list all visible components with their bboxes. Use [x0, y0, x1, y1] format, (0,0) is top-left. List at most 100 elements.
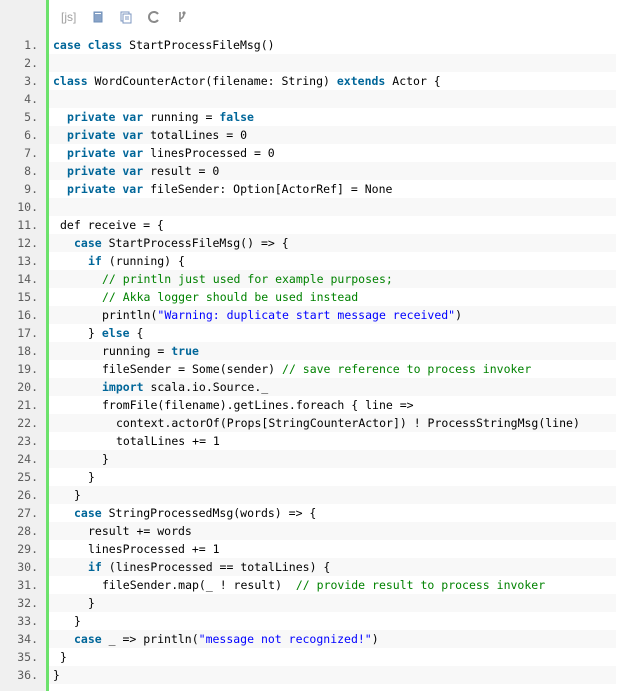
keyword-token: private var [67, 146, 144, 160]
code-text [49, 54, 616, 72]
line-number: 23. [17, 434, 38, 448]
line-number: 16. [17, 308, 38, 322]
code-text: private var fileSender: Option[ActorRef]… [49, 180, 616, 198]
code-text: } [49, 612, 616, 630]
code-text: // Akka logger should be used instead [49, 288, 616, 306]
line-number: 9. [24, 182, 38, 196]
code-text: context.actorOf(Props[StringCounterActor… [49, 414, 616, 432]
line-number: 17. [17, 326, 38, 340]
copy-icon[interactable] [119, 10, 133, 24]
code-line: 35.} [0, 648, 620, 666]
string-token: "message not recognized!" [198, 632, 372, 646]
code-line: 2. [0, 54, 620, 72]
line-number: 13. [17, 254, 38, 268]
code-line: 16.println("Warning: duplicate start mes… [0, 306, 620, 324]
code-text: result += words [49, 522, 616, 540]
code-token: } [88, 326, 102, 340]
line-number: 27. [17, 506, 38, 520]
line-number: 12. [17, 236, 38, 250]
line-number: 3. [24, 74, 38, 88]
keyword-token: case class [53, 38, 123, 52]
keyword-token: private var [67, 182, 144, 196]
line-number: 11. [17, 218, 38, 232]
code-line: 24.} [0, 450, 620, 468]
code-line: 29. linesProcessed += 1 [0, 540, 620, 558]
line-number: 21. [17, 398, 38, 412]
code-text [49, 90, 616, 108]
code-line: 34. case _ => println("message not recogn… [0, 630, 620, 648]
code-token: linesProcessed += 1 [88, 542, 220, 556]
line-number: 36. [17, 668, 38, 682]
code-toolbar: [js] [49, 0, 620, 34]
gutter-accent-bar [46, 0, 49, 691]
line-number: 22. [17, 416, 38, 430]
line-number: 26. [17, 488, 38, 502]
keyword-token: if [88, 254, 102, 268]
line-number: 10. [17, 200, 38, 214]
keyword-token: import [102, 380, 144, 394]
comment-token: // save reference to process invoker [282, 362, 532, 376]
code-token: Actor { [385, 74, 441, 88]
code-line: 23.totalLines += 1 [0, 432, 620, 450]
code-token: ) [371, 632, 379, 646]
keyword-token: if [88, 560, 102, 574]
keyword-token: true [171, 344, 199, 358]
line-number: 1. [24, 38, 38, 52]
code-text: private var running = false [49, 108, 616, 126]
code-line: 18.running = true [0, 342, 620, 360]
line-number: 34. [17, 632, 38, 646]
code-text: running = true [49, 342, 616, 360]
line-number: 29. [17, 542, 38, 556]
branch-icon[interactable] [175, 10, 189, 24]
code-token: running = [143, 110, 220, 124]
code-token: scala.io.Source._ [143, 380, 269, 394]
code-token: fileSender: Option[ActorRef] = None [143, 182, 393, 196]
code-token: linesProcessed = 0 [143, 146, 275, 160]
code-text: def receive = { [49, 216, 616, 234]
code-text: private var result = 0 [49, 162, 616, 180]
keyword-token: case [74, 632, 102, 646]
keyword-token: else [101, 326, 130, 340]
code-token: totalLines = 0 [143, 128, 248, 142]
code-token: } [53, 668, 60, 682]
code-text: case StartProcessFileMsg() => { [49, 234, 616, 252]
code-text [49, 198, 616, 216]
code-line: 7.private var linesProcessed = 0 [0, 144, 620, 162]
code-line: 13. if (running) { [0, 252, 620, 270]
code-text: case _ => println("message not recognize… [49, 630, 616, 648]
language-label: [js] [61, 10, 77, 24]
code-text: if (running) { [49, 252, 616, 270]
code-token: result += words [88, 524, 192, 538]
line-number: 32. [17, 596, 38, 610]
line-number: 25. [17, 470, 38, 484]
code-token: running = [102, 344, 172, 358]
code-line: 9. private var fileSender: Option[ActorRe… [0, 180, 620, 198]
keyword-token: private var [67, 128, 144, 142]
code-token: } [102, 452, 109, 466]
line-number: 5. [24, 110, 38, 124]
code-text: } [49, 468, 616, 486]
view-source-icon[interactable] [91, 10, 105, 24]
code-line: 32.} [0, 594, 620, 612]
code-line: 1. case class StartProcessFileMsg() [0, 36, 620, 54]
code-token: fileSender.map(_ ! result) [102, 578, 296, 592]
code-token: context.actorOf(Props[StringCounterActor… [116, 416, 580, 430]
code-token: (running) { [101, 254, 185, 268]
code-text: case class StartProcessFileMsg() [49, 36, 616, 54]
code-text: fileSender = Some(sender) // save refere… [49, 360, 616, 378]
refresh-icon[interactable] [147, 10, 161, 24]
code-text: case StringProcessedMsg(words) => { [49, 504, 616, 522]
line-number: 14. [17, 272, 38, 286]
keyword-token: false [219, 110, 254, 124]
code-token: } [60, 650, 67, 664]
code-text: if (linesProcessed == totalLines) { [49, 558, 616, 576]
code-text: import scala.io.Source._ [49, 378, 616, 396]
code-token: { [129, 326, 144, 340]
code-token: } [74, 488, 81, 502]
line-number: 6. [24, 128, 38, 142]
code-token: StartProcessFileMsg() => { [101, 236, 289, 250]
code-line: 6. private var totalLines = 0 [0, 126, 620, 144]
code-line: 33.} [0, 612, 620, 630]
line-number-gutter [0, 0, 48, 691]
code-line: 19.fileSender = Some(sender) // save ref… [0, 360, 620, 378]
